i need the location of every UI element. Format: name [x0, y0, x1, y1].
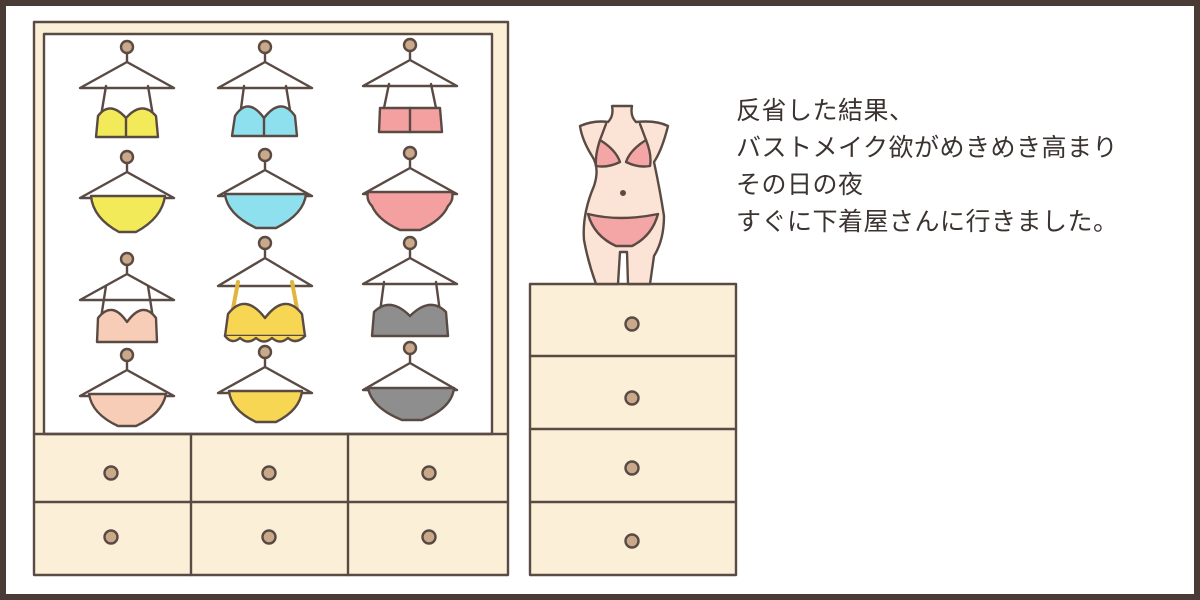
dresser	[528, 282, 738, 577]
drawer-knob	[421, 465, 437, 481]
narration-line: すぐに下着屋さんに行きました。	[736, 207, 1119, 236]
blue-panty	[216, 147, 314, 230]
narration-line: 反省した結果、	[736, 96, 915, 125]
narration-text: 反省した結果、 バストメイク欲がめきめき高まり その日の夜 すぐに下着屋さんに行…	[736, 92, 1186, 240]
yellow-panty	[78, 149, 176, 234]
gold-bra	[216, 235, 314, 343]
gray-bra	[361, 235, 459, 338]
narration-line: その日の夜	[736, 170, 864, 199]
drawer-knob	[103, 465, 119, 481]
narration-line: バストメイク欲がめきめき高まり	[736, 133, 1119, 162]
gold-panty	[216, 344, 314, 424]
mannequin	[578, 104, 670, 286]
drawer-knob	[624, 460, 640, 476]
drawer-knob	[624, 390, 640, 406]
drawer-knob	[103, 529, 119, 545]
nude-panty	[78, 347, 176, 428]
drawer-knob	[624, 316, 640, 332]
gray-panty	[361, 340, 459, 422]
pink-panty	[361, 145, 459, 232]
drawer-knob	[421, 529, 437, 545]
nude-bra	[78, 251, 176, 344]
blue-bra	[216, 39, 314, 138]
drawer-knob	[261, 465, 277, 481]
yellow-bra	[78, 39, 176, 139]
drawer-knob	[261, 529, 277, 545]
drawer-knob	[624, 533, 640, 549]
pink-bra	[361, 37, 459, 134]
